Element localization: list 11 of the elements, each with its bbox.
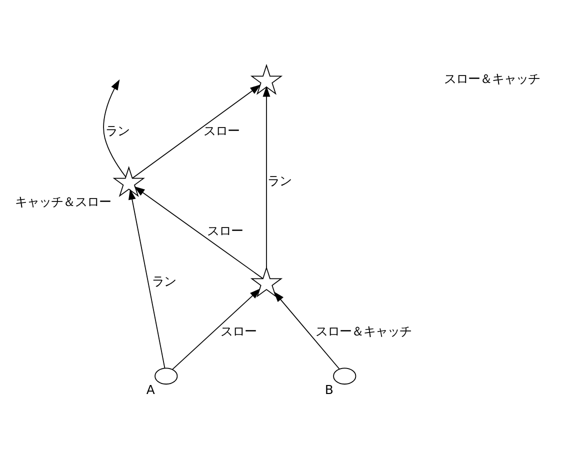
node-label: キャッチ＆スロー <box>14 194 111 209</box>
edge-label: スロー＆キャッチ <box>316 323 412 338</box>
edge-label: スロー <box>220 323 257 338</box>
edge-label: ラン <box>267 172 292 188</box>
edge-label: ラン <box>152 273 176 288</box>
label: スロー＆キャッチ <box>444 70 540 86</box>
edge-label: スロー <box>207 223 244 238</box>
edge-label: スロー <box>204 122 240 138</box>
node-label: B <box>324 382 334 398</box>
edge-label: ラン <box>106 122 130 138</box>
node-label: A <box>146 382 155 398</box>
